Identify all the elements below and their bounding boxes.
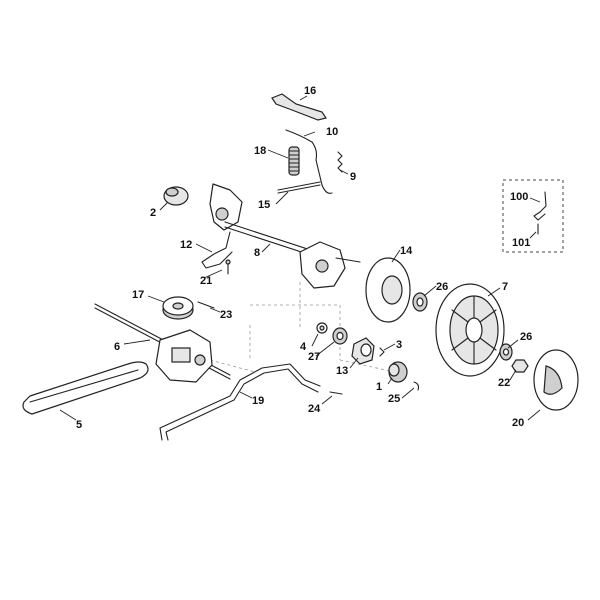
callout-17: 17 bbox=[132, 289, 144, 301]
callout-101: 101 bbox=[512, 237, 530, 249]
callout-25: 25 bbox=[388, 393, 400, 405]
part-25-clip bbox=[413, 381, 420, 391]
part-1-pinion bbox=[388, 361, 408, 383]
callout-100: 100 bbox=[510, 191, 528, 203]
part-22-nut bbox=[511, 359, 529, 373]
callout-2: 2 bbox=[150, 207, 156, 219]
callout-26-lower: 26 bbox=[520, 331, 532, 343]
part-4-washer bbox=[316, 322, 328, 334]
part-15-link-rod bbox=[277, 181, 321, 194]
part-20-wheel-cover bbox=[533, 349, 579, 411]
part-8-height-adjuster bbox=[209, 183, 361, 289]
callout-16: 16 bbox=[304, 85, 316, 97]
callout-19: 19 bbox=[252, 395, 264, 407]
callout-13: 13 bbox=[336, 365, 348, 377]
callout-21: 21 bbox=[200, 275, 212, 287]
callout-26-upper: 26 bbox=[436, 281, 448, 293]
part-27-bearing bbox=[332, 327, 348, 345]
callout-5: 5 bbox=[76, 419, 82, 431]
callout-20: 20 bbox=[512, 417, 524, 429]
callout-9: 9 bbox=[350, 171, 356, 183]
callout-6: 6 bbox=[114, 341, 120, 353]
callout-23: 23 bbox=[220, 309, 232, 321]
part-23-pin bbox=[197, 301, 215, 309]
callout-15: 15 bbox=[258, 199, 270, 211]
callout-8: 8 bbox=[254, 247, 260, 259]
callout-14: 14 bbox=[400, 245, 413, 257]
part-14-hubcap bbox=[365, 257, 411, 323]
part-5-drive-belt bbox=[22, 361, 149, 415]
part-24-clip bbox=[329, 391, 343, 395]
part-21-pin bbox=[225, 259, 231, 275]
callout-18: 18 bbox=[254, 145, 266, 157]
callout-10: 10 bbox=[326, 126, 338, 138]
part-12-wire-bracket bbox=[201, 231, 233, 269]
part-26-washer-upper bbox=[412, 292, 428, 312]
part-26-washer-lower bbox=[499, 343, 513, 361]
part-16-lever-bracket bbox=[271, 93, 327, 121]
leader-lines bbox=[59, 95, 541, 421]
part-6-drive-shaft-gearbox bbox=[94, 303, 231, 383]
callout-4: 4 bbox=[300, 341, 307, 353]
callout-labels: 16 10 18 9 15 2 8 12 21 14 26 7 17 23 6 … bbox=[76, 85, 532, 431]
callout-3: 3 bbox=[396, 339, 402, 351]
part-3-spring-pin bbox=[379, 347, 385, 357]
part-19-adjust-rod bbox=[159, 363, 321, 441]
callout-27: 27 bbox=[308, 351, 320, 363]
callout-22: 22 bbox=[498, 377, 510, 389]
callout-24: 24 bbox=[308, 403, 321, 415]
callout-1: 1 bbox=[376, 381, 382, 393]
callout-12: 12 bbox=[180, 239, 192, 251]
part-7-wheel bbox=[435, 283, 505, 377]
callout-7: 7 bbox=[502, 281, 508, 293]
inset-box bbox=[502, 179, 564, 253]
part-2-bushing bbox=[163, 186, 189, 206]
part-18-spring bbox=[288, 146, 300, 176]
part-13-bushing bbox=[351, 337, 375, 365]
part-17-pulley bbox=[162, 296, 194, 320]
part-10-wire-rod bbox=[285, 129, 333, 194]
part-9-small-spring bbox=[337, 151, 343, 173]
